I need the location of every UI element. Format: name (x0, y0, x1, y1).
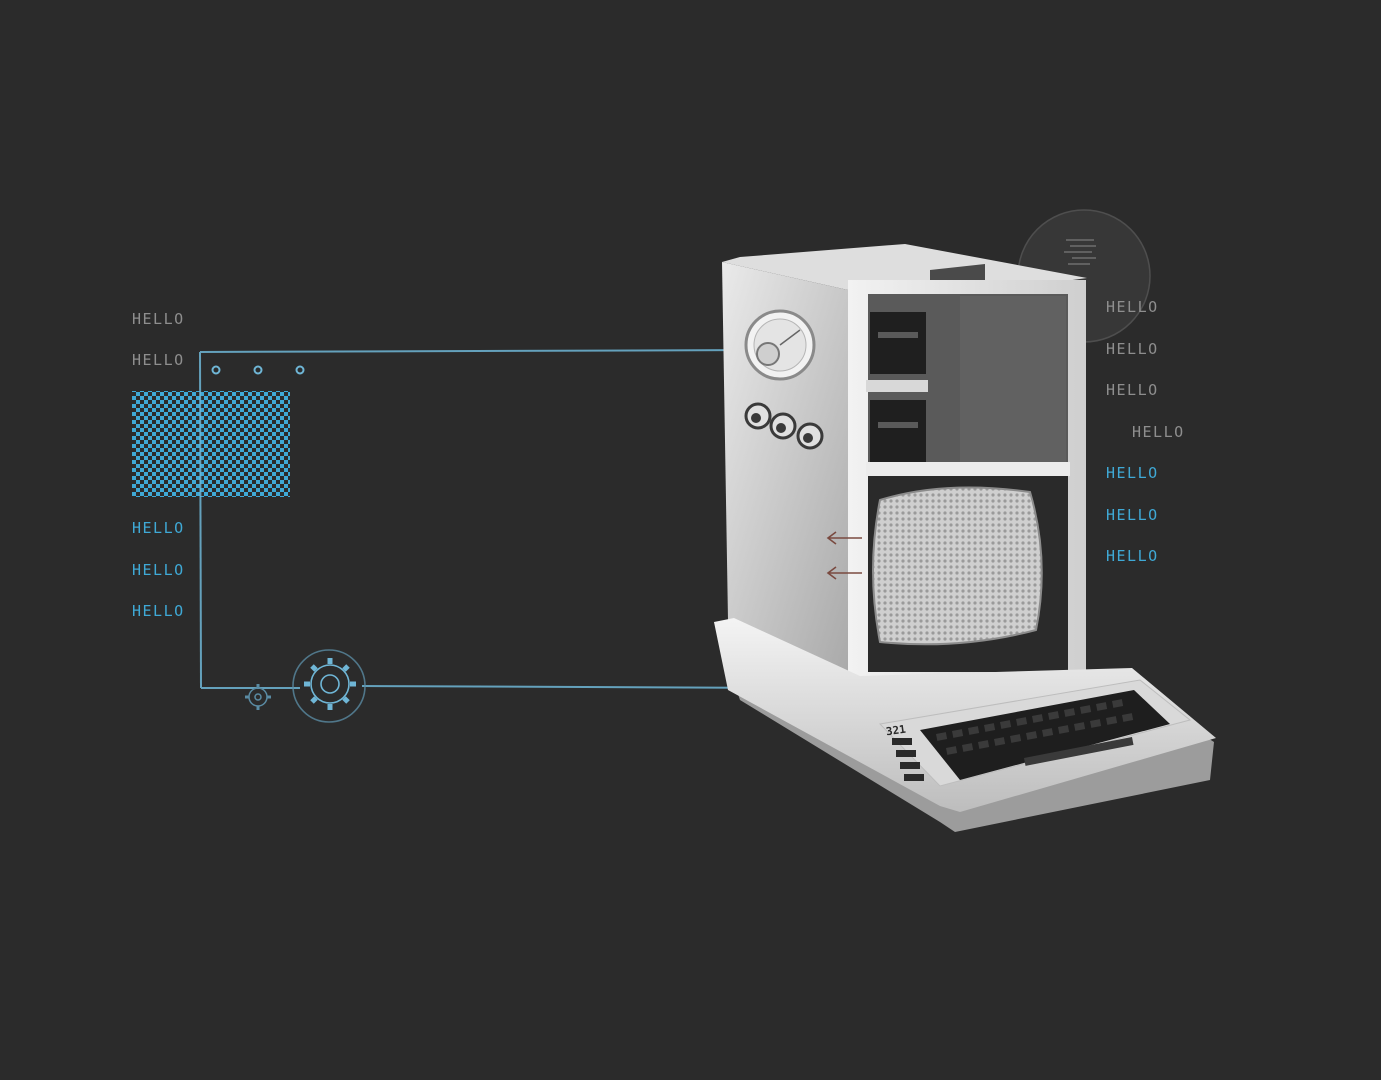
wire-lines (199, 349, 793, 689)
knob-icon (744, 402, 824, 450)
right-label-blue-2: HELLO (1106, 506, 1159, 524)
dot-icons (211, 365, 305, 375)
arrow-left-icon (826, 531, 862, 580)
keyboard-icon (920, 690, 1170, 780)
right-label-gray-4: HELLO (1132, 423, 1185, 441)
dial-icon (744, 309, 816, 381)
right-label-blue-3: HELLO (1106, 547, 1159, 565)
left-label-top-1: HELLO (132, 310, 185, 328)
right-label-gray-1: HELLO (1106, 298, 1159, 316)
keyboard-model-number: 321 (885, 722, 907, 739)
dot-icon (295, 365, 305, 375)
small-gear-icon (245, 684, 271, 710)
computer-tower (722, 244, 1087, 682)
dot-icon (253, 365, 263, 375)
floppy-drive-icon (866, 312, 928, 462)
dot-icon (211, 365, 221, 375)
left-label-bottom-2: HELLO (132, 561, 185, 579)
gear-icon (292, 649, 366, 723)
crt-screen-icon (872, 486, 1043, 646)
left-label-bottom-1: HELLO (132, 519, 185, 537)
right-label-blue-1: HELLO (1106, 464, 1159, 482)
right-label-gray-2: HELLO (1106, 340, 1159, 358)
checker-pattern (132, 391, 290, 497)
keyboard-base (714, 618, 1216, 832)
left-label-top-2: HELLO (132, 351, 185, 369)
left-label-bottom-3: HELLO (132, 602, 185, 620)
right-label-gray-3: HELLO (1106, 381, 1159, 399)
